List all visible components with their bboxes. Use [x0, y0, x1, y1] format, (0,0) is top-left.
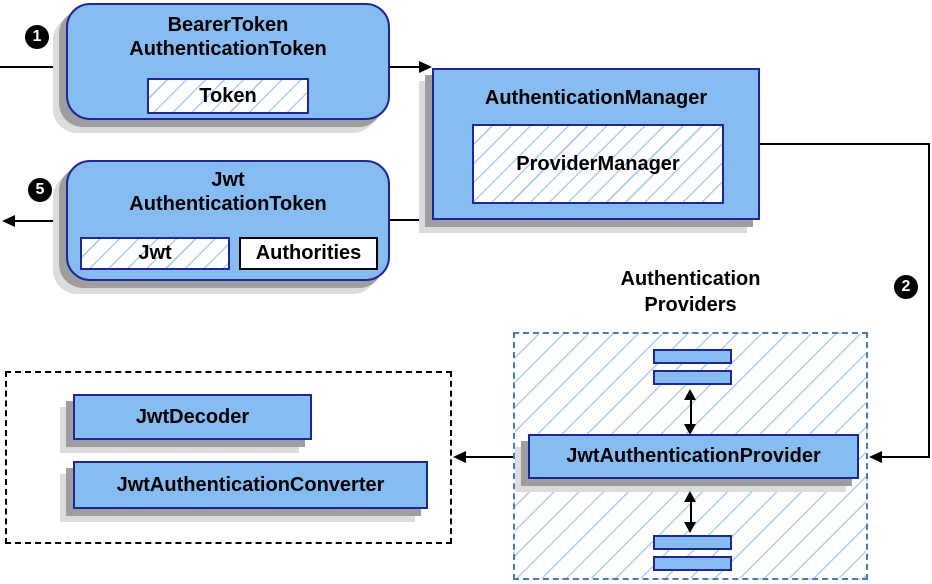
step-badge-5: 5	[28, 178, 52, 202]
double-arrow-top-shaft	[690, 398, 692, 426]
node-bearer-token-authentication-token: BearerToken AuthenticationToken Token	[66, 3, 390, 120]
authentication-providers-label: Authentication Providers	[513, 266, 868, 318]
arrowhead-to-converters-group	[453, 451, 466, 463]
node-jwt-authentication-converter: JwtAuthenticationConverter	[73, 461, 428, 509]
providers-label-line2: Providers	[644, 294, 737, 316]
provider-slot-bar	[653, 370, 732, 385]
step-badge-1: 1	[25, 25, 49, 49]
double-arrow-top-down	[684, 424, 696, 435]
node-title: BearerToken AuthenticationToken	[68, 13, 388, 61]
jwt-decoder-label: JwtDecoder	[135, 405, 250, 428]
flow-line-request-in	[0, 66, 66, 68]
jwt-authentication-provider-label: JwtAuthenticationProvider	[566, 445, 821, 467]
flow-line-to-authentication-manager	[390, 66, 420, 68]
step-badge-2: 2	[894, 275, 918, 299]
chip-authorities: Authorities	[239, 237, 378, 270]
jwt-token-title-line2: AuthenticationToken	[129, 193, 327, 215]
double-arrow-bottom-shaft	[690, 500, 692, 524]
node-jwt-decoder: JwtDecoder	[73, 394, 312, 440]
flow-line-step2-bottom	[882, 456, 930, 458]
jwt-token-title-line1: Jwt	[211, 169, 245, 191]
arrowhead-response-out	[2, 215, 15, 227]
provider-slot-bar	[653, 556, 732, 571]
jwt-authentication-converter-label: JwtAuthenticationConverter	[116, 473, 385, 496]
arrowhead-to-jwt-authentication-provider	[869, 451, 882, 463]
chip-provider-manager: ProviderManager	[472, 124, 724, 204]
flow-line-manager-to-jwt-token	[390, 219, 432, 221]
bearer-token-title-line1: BearerToken	[167, 14, 289, 36]
flow-line-step2-top	[760, 143, 930, 145]
node-jwt-authentication-token: Jwt AuthenticationToken Jwt Authorities	[66, 160, 390, 281]
authentication-manager-title: AuthenticationManager	[484, 87, 708, 109]
node-authentication-manager: AuthenticationManager ProviderManager	[432, 68, 760, 220]
chip-token: Token	[147, 78, 309, 114]
flow-line-step2-vertical	[928, 143, 930, 458]
double-arrow-bottom-up	[684, 491, 696, 502]
bearer-token-title-line2: AuthenticationToken	[129, 38, 327, 60]
double-arrow-bottom-down	[684, 522, 696, 533]
providers-label-line1: Authentication	[620, 268, 761, 290]
flow-line-response-out	[15, 220, 66, 222]
arrowhead-to-authentication-manager	[419, 61, 432, 73]
node-title: Jwt AuthenticationToken	[68, 168, 388, 216]
provider-slot-bar	[653, 535, 732, 550]
node-jwt-authentication-provider: JwtAuthenticationProvider	[528, 434, 859, 479]
flow-line-provider-to-converters	[466, 456, 513, 458]
provider-slot-bar	[653, 349, 732, 364]
chip-jwt: Jwt	[80, 237, 230, 270]
double-arrow-top-up	[684, 389, 696, 400]
